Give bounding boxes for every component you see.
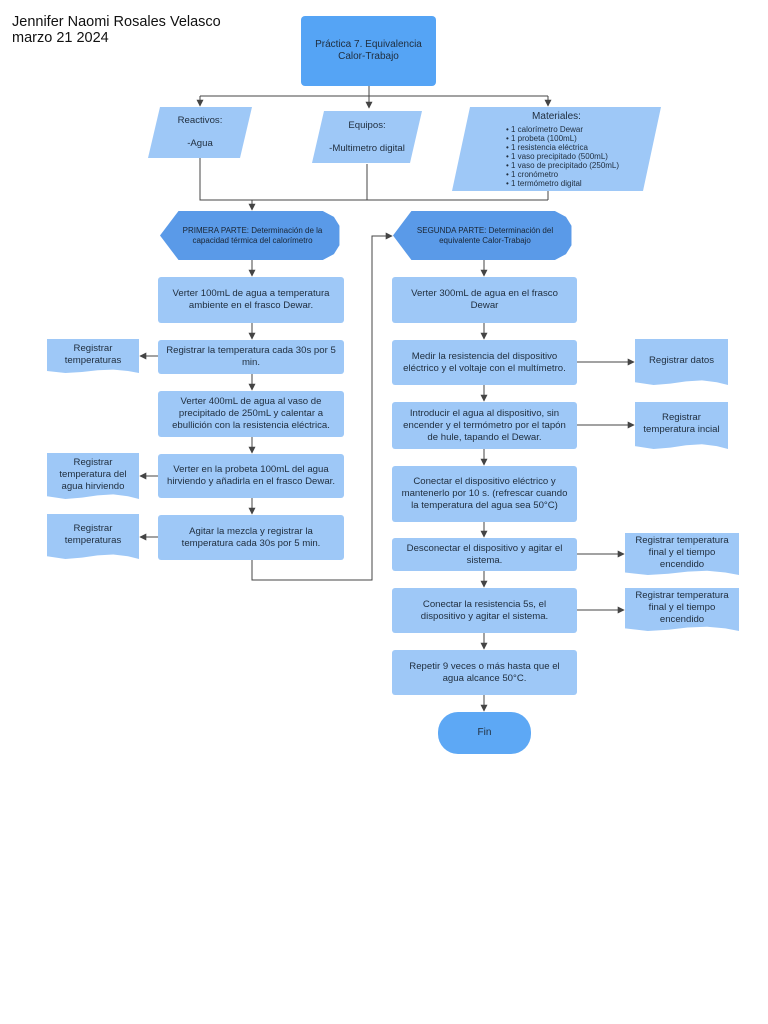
part2-step-7: Repetir 9 veces o más hasta que el agua …	[392, 650, 577, 695]
author-name: Jennifer Naomi Rosales Velasco	[12, 14, 221, 30]
materiales-item: 1 resistencia eléctrica	[506, 143, 619, 152]
materiales-title: Materiales:	[532, 111, 581, 122]
part2-doc-1: Registrar datos	[635, 339, 728, 385]
materiales-item: 1 calorímetro Dewar	[506, 125, 619, 134]
author-block: Jennifer Naomi Rosales Velasco marzo 21 …	[12, 14, 221, 46]
part2-doc-3: Registrar temperatura final y el tiempo …	[625, 533, 739, 575]
title-box: Práctica 7. Equivalencia Calor-Trabajo	[301, 16, 436, 86]
part2-step-2: Medir la resistencia del dispositivo elé…	[392, 340, 577, 385]
part1-header: PRIMERA PARTE: Determinación de la capac…	[160, 211, 340, 260]
end-terminator: Fin	[438, 712, 531, 754]
part1-step-3: Verter 400mL de agua al vaso de precipit…	[158, 391, 344, 437]
materiales-item: 1 termómetro digital	[506, 179, 619, 188]
materiales-item: 1 probeta (100mL)	[506, 134, 619, 143]
part1-step-1: Verter 100mL de agua a temperatura ambie…	[158, 277, 344, 323]
part1-doc-1: Registrar temperaturas	[47, 339, 139, 373]
reactivos-title: Reactivos:	[177, 115, 223, 126]
reactivos-item: -Agua	[187, 138, 213, 149]
part2-step-1: Verter 300mL de agua en el frasco Dewar	[392, 277, 577, 323]
part2-doc-4: Registrar temperatura final y el tiempo …	[625, 588, 739, 631]
part1-step-4: Verter en la probeta 100mL del agua hirv…	[158, 454, 344, 498]
materiales-list: 1 calorímetro Dewar 1 probeta (100mL) 1 …	[494, 125, 619, 188]
part2-step-6: Conectar la resistencia 5s, el dispositi…	[392, 588, 577, 633]
part2-step-5: Desconectar el dispositivo y agitar el s…	[392, 538, 577, 571]
materiales-item: 1 vaso de precipitado (250mL)	[506, 161, 619, 170]
part1-doc-2: Registrar temperatura del agua hirviendo	[47, 453, 139, 499]
part2-step-3: Introducir el agua al dispositivo, sin e…	[392, 402, 577, 449]
materiales-item: 1 vaso precipitado (500mL)	[506, 152, 619, 161]
part1-doc-3: Registrar temperaturas	[47, 514, 139, 559]
part2-step-4: Conectar el dispositivo eléctrico y mant…	[392, 466, 577, 522]
part2-doc-2: Registrar temperatura incial	[635, 402, 728, 449]
equipos-title: Equipos:	[348, 119, 386, 131]
part1-step-5: Agitar la mezcla y registrar la temperat…	[158, 515, 344, 560]
reactivos-box: Reactivos: -Agua	[148, 107, 252, 158]
author-date: marzo 21 2024	[12, 30, 109, 46]
equipos-item: -Multimetro digital	[329, 142, 405, 154]
materiales-item: 1 cronómetro	[506, 170, 619, 179]
part2-header: SEGUNDA PARTE: Determinación del equival…	[393, 211, 572, 260]
materiales-box: Materiales: 1 calorímetro Dewar 1 probet…	[452, 107, 661, 191]
equipos-box: Equipos: -Multimetro digital	[312, 111, 422, 163]
part1-step-2: Registrar la temperatura cada 30s por 5 …	[158, 340, 344, 374]
